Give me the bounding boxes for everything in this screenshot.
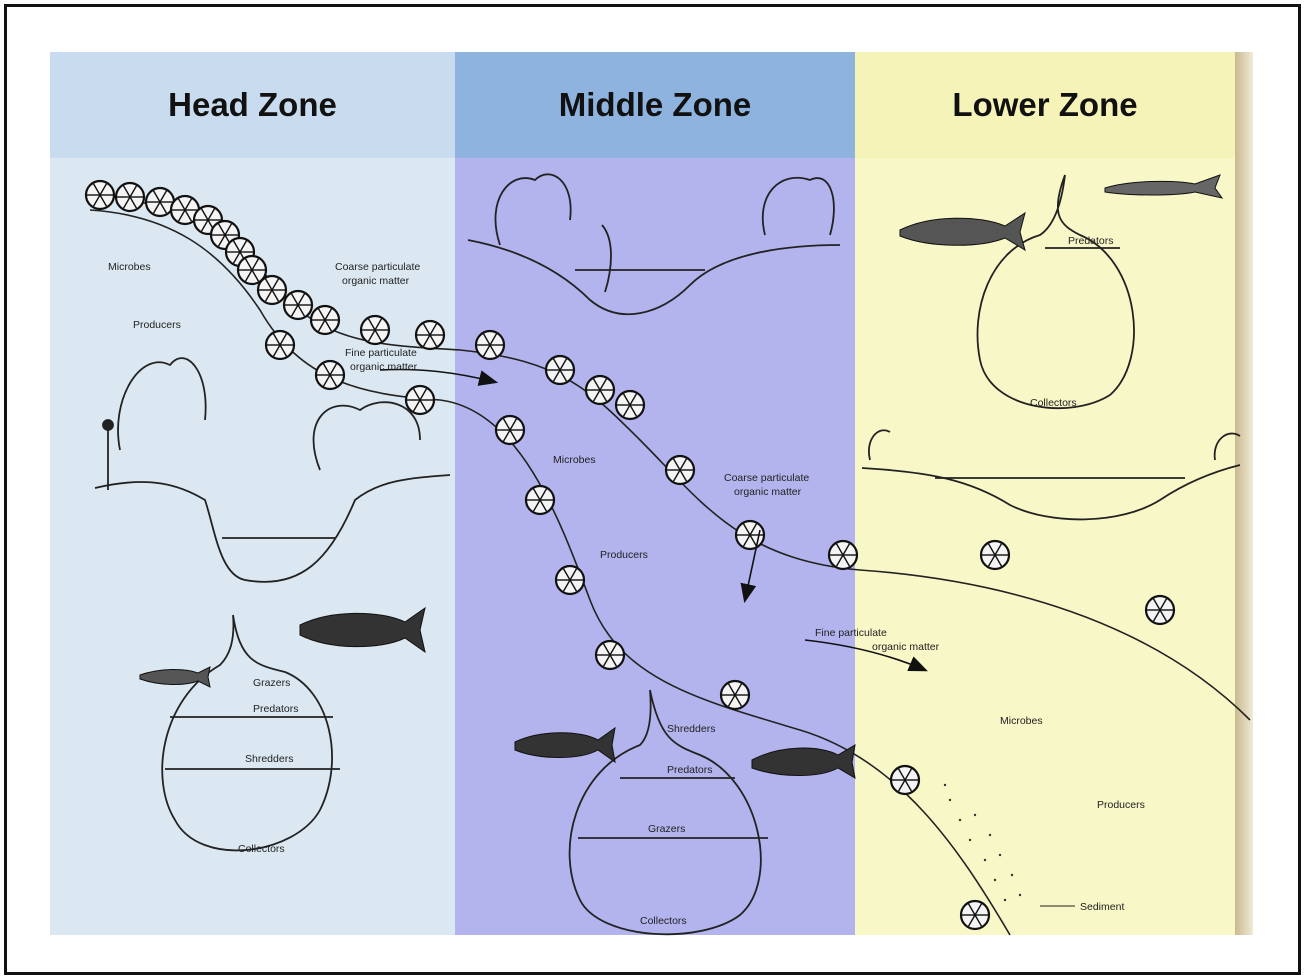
middle-predators-label: Predators [667,764,713,776]
middle-grazers-label: Grazers [648,823,685,835]
lower-channel-profile [862,430,1240,519]
middle-collectors-label: Collectors [640,915,687,927]
middle-cpom-label-2: organic matter [734,486,802,498]
lower-fpom-label-2: organic matter [872,641,940,653]
head-producers-label: Producers [133,319,181,331]
head-fpom-label-2: organic matter [350,361,418,373]
flow-arrows [380,370,925,671]
head-channel-profile [95,358,450,582]
head-fpom-label-1: Fine particulate [345,347,417,359]
head-cpom-label-2: organic matter [342,275,410,287]
middle-shredders-label: Shredders [667,723,715,735]
middle-channel-profile [468,174,840,314]
sediment-dots [944,784,1021,901]
head-grazers-label: Grazers [253,677,290,689]
middle-cpom-label-1: Coarse particulate [724,472,809,484]
head-collectors-label: Collectors [238,843,285,855]
head-cpom-label-1: Coarse particulate [335,261,420,273]
head-predators-label: Predators [253,703,299,715]
lower-organism-bubble [978,175,1135,408]
middle-microbes-label: Microbes [553,454,596,466]
head-shredders-label: Shredders [245,753,293,765]
lower-producers-label: Producers [1097,799,1145,811]
middle-producers-label: Producers [600,549,648,561]
lower-fpom-label-1: Fine particulate [815,627,887,639]
head-organism-bubble [162,615,340,850]
lower-predators-label: Predators [1068,235,1114,247]
lower-sediment-label: Sediment [1080,901,1124,913]
lower-collectors-label: Collectors [1030,397,1077,409]
head-microbes-label: Microbes [108,261,151,273]
lower-microbes-label: Microbes [1000,715,1043,727]
